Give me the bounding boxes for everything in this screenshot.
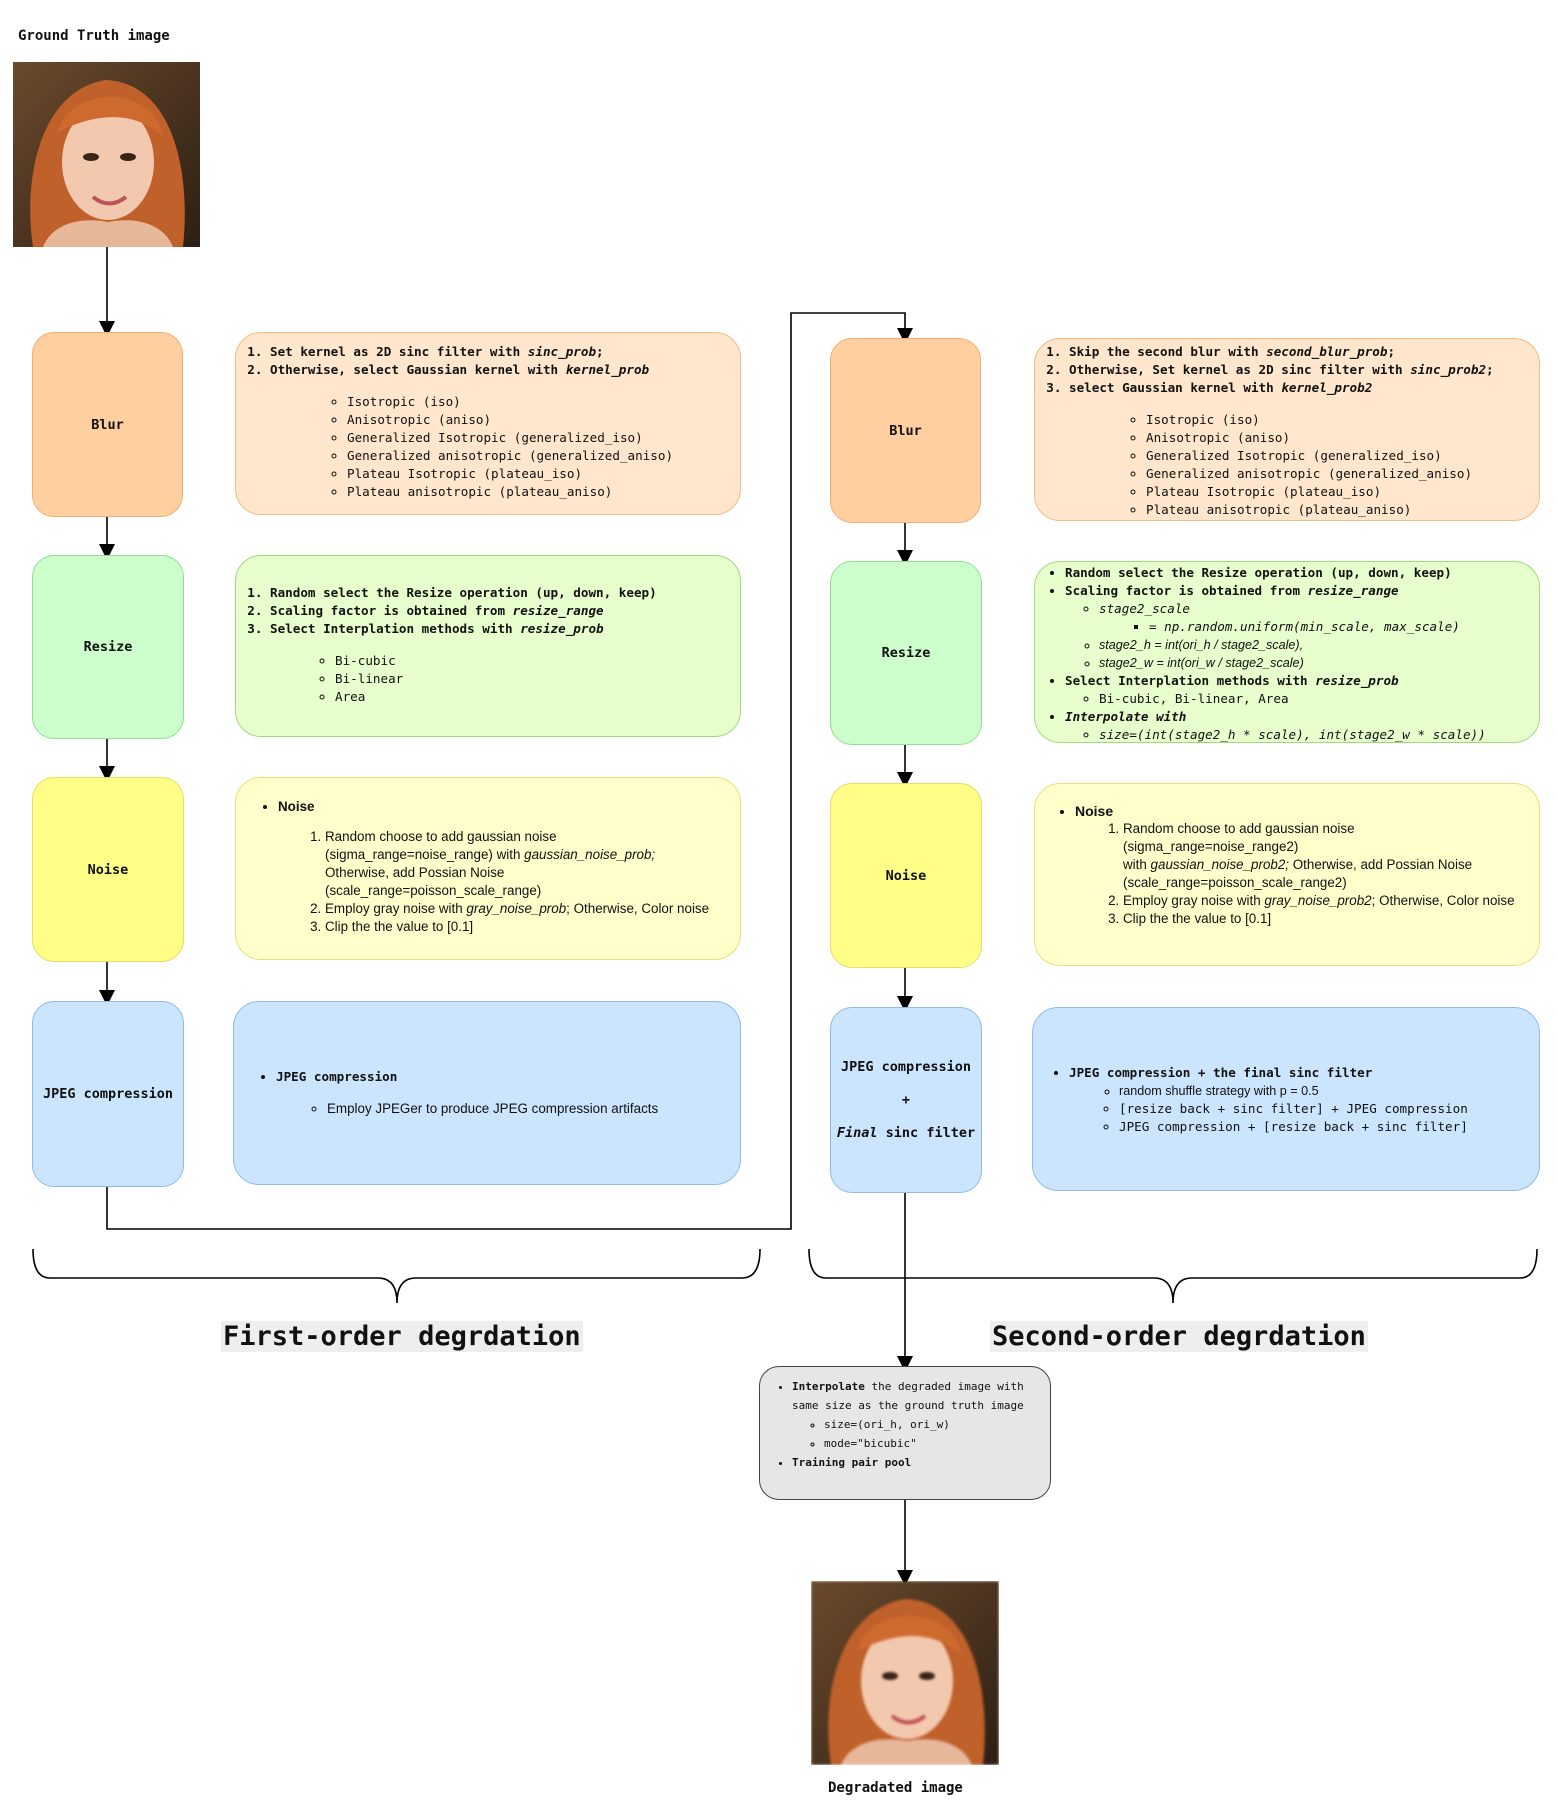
second-noise-heading: Noise <box>1075 802 1529 820</box>
second-jpeg-desc: JPEG compression + the final sinc filter… <box>1032 1007 1540 1191</box>
final-training-pool: Training pair pool <box>792 1453 1044 1472</box>
first-jpeg-label: JPEG compression <box>42 1086 174 1102</box>
second-blur-item-2: Otherwise, Set kernel as 2D sinc filter … <box>1069 361 1529 379</box>
second-blur-item-1: Skip the second blur with second_blur_pr… <box>1069 343 1529 361</box>
second-jpeg-plus: + <box>901 1091 911 1108</box>
second-noise-label: Noise <box>885 867 927 884</box>
degraded-caption: Degradated image <box>828 1780 963 1796</box>
first-noise-item-3: Clip the the value to [0.1] <box>325 918 730 936</box>
first-noise-item-2: Employ gray noise with gray_noise_prob; … <box>325 900 730 918</box>
first-jpeg-stage: JPEG compression <box>32 1001 184 1187</box>
first-jpeg-heading: JPEG compression <box>276 1068 730 1086</box>
second-noise-item-3: Clip the the value to [0.1] <box>1123 910 1529 928</box>
first-blur-item-2: Otherwise, select Gaussian kernel with k… <box>270 361 730 379</box>
brace-first-order <box>32 1248 761 1304</box>
first-resize-desc: Random select the Resize operation (up, … <box>235 555 741 737</box>
second-jpeg-stage: JPEG compression + Final sinc filter <box>830 1007 982 1193</box>
arrow-first-to-second <box>106 312 913 1230</box>
second-resize-size: size=(int(stage2_h * scale), int(stage2_… <box>1099 726 1533 744</box>
final-size: size=(ori_h, ori_w) <box>824 1415 1044 1434</box>
first-kernel-item: Plateau Isotropic (plateau_iso) <box>347 465 730 483</box>
first-blur-item-1: Set kernel as 2D sinc filter with sinc_p… <box>270 343 730 361</box>
second-noise-item-1: Random choose to add gaussian noise (sig… <box>1123 820 1529 892</box>
second-final-label: Final sinc filter <box>836 1124 976 1141</box>
second-resize-w: stage2_w = int(ori_w / stage2_scale) <box>1099 654 1533 672</box>
first-noise-label: Noise <box>87 861 129 878</box>
second-kernel-item: Anisotropic (aniso) <box>1146 429 1529 447</box>
first-kernel-item: Plateau anisotropic (plateau_aniso) <box>347 483 730 501</box>
ground-truth-caption: Ground Truth image <box>18 28 170 44</box>
second-resize-scale-formula: = np.random.uniform(min_scale, max_scale… <box>1149 618 1533 636</box>
first-noise-heading: Noise <box>278 798 730 816</box>
second-resize-bullet-1: Random select the Resize operation (up, … <box>1065 564 1533 582</box>
second-jpeg-label: JPEG compression <box>840 1058 972 1075</box>
second-noise-item-2: Employ gray noise with gray_noise_prob2;… <box>1123 892 1529 910</box>
second-resize-bullet-2: Scaling factor is obtained from resize_r… <box>1065 582 1533 672</box>
first-resize-stage: Resize <box>32 555 184 739</box>
first-resize-method: Bi-cubic <box>335 652 730 670</box>
first-order-label: First-order degrdation <box>221 1321 583 1352</box>
second-resize-scale: stage2_scale = np.random.uniform(min_sca… <box>1099 600 1533 636</box>
first-jpeg-sub: Employ JPEGer to produce JPEG compressio… <box>327 1100 730 1118</box>
second-kernel-item: Plateau Isotropic (plateau_iso) <box>1146 483 1529 501</box>
first-blur-stage: Blur <box>32 332 183 517</box>
second-jpeg-sub-2: [resize back + sinc filter] + JPEG compr… <box>1119 1100 1529 1118</box>
second-resize-stage: Resize <box>830 561 982 745</box>
first-kernel-item: Isotropic (iso) <box>347 393 730 411</box>
first-kernel-item: Anisotropic (aniso) <box>347 411 730 429</box>
first-noise-item-1: Random choose to add gaussian noise (sig… <box>325 828 730 900</box>
second-resize-methods: Bi-cubic, Bi-linear, Area <box>1099 690 1533 708</box>
second-resize-h: stage2_h = int(ori_h / stage2_scale), <box>1099 636 1533 654</box>
second-resize-bullet-4: Interpolate with size=(int(stage2_h * sc… <box>1065 708 1533 744</box>
second-blur-item-3: select Gaussian kernel with kernel_prob2 <box>1069 379 1529 397</box>
brace-second-order <box>808 1248 1538 1304</box>
first-blur-label: Blur <box>91 416 124 433</box>
first-resize-label: Resize <box>83 639 133 655</box>
degraded-image <box>811 1581 999 1765</box>
first-resize-method: Area <box>335 688 730 706</box>
first-noise-stage: Noise <box>32 777 184 962</box>
second-jpeg-sub-3: JPEG compression + [resize back + sinc f… <box>1119 1118 1529 1136</box>
first-blur-desc: Set kernel as 2D sinc filter with sinc_p… <box>235 332 741 515</box>
first-kernel-item: Generalized Isotropic (generalized_iso) <box>347 429 730 447</box>
second-jpeg-heading: JPEG compression + the final sinc filter <box>1069 1064 1529 1082</box>
first-jpeg-desc: JPEG compression Employ JPEGer to produc… <box>233 1001 741 1185</box>
second-kernel-item: Plateau anisotropic (plateau_aniso) <box>1146 501 1529 519</box>
ground-truth-image <box>13 62 200 247</box>
second-blur-desc: Skip the second blur with second_blur_pr… <box>1034 338 1540 521</box>
second-blur-stage: Blur <box>830 338 981 523</box>
second-noise-stage: Noise <box>830 783 982 968</box>
first-kernel-item: Generalized anisotropic (generalized_ani… <box>347 447 730 465</box>
second-jpeg-sub-1: random shuffle strategy with p = 0.5 <box>1119 1082 1529 1100</box>
final-interpolate-item: Interpolate the degraded image with same… <box>792 1377 1044 1453</box>
second-kernel-item: Generalized Isotropic (generalized_iso) <box>1146 447 1529 465</box>
final-interpolate-box: Interpolate the degraded image with same… <box>759 1366 1051 1500</box>
second-resize-desc: Random select the Resize operation (up, … <box>1034 561 1540 743</box>
second-blur-label: Blur <box>889 422 922 439</box>
second-resize-bullet-3: Select Interplation methods with resize_… <box>1065 672 1533 708</box>
second-kernel-item: Isotropic (iso) <box>1146 411 1529 429</box>
first-resize-item-3: Select Interplation methods with resize_… <box>270 620 730 638</box>
first-resize-method: Bi-linear <box>335 670 730 688</box>
second-kernel-item: Generalized anisotropic (generalized_ani… <box>1146 465 1529 483</box>
second-noise-desc: Noise Random choose to add gaussian nois… <box>1034 783 1540 966</box>
second-resize-label: Resize <box>881 645 931 661</box>
final-mode: mode="bicubic" <box>824 1434 1044 1453</box>
first-noise-desc: Noise Random choose to add gaussian nois… <box>235 777 741 960</box>
second-order-label: Second-order degrdation <box>990 1321 1368 1352</box>
first-resize-item-2: Scaling factor is obtained from resize_r… <box>270 602 730 620</box>
first-resize-item-1: Random select the Resize operation (up, … <box>270 584 730 602</box>
